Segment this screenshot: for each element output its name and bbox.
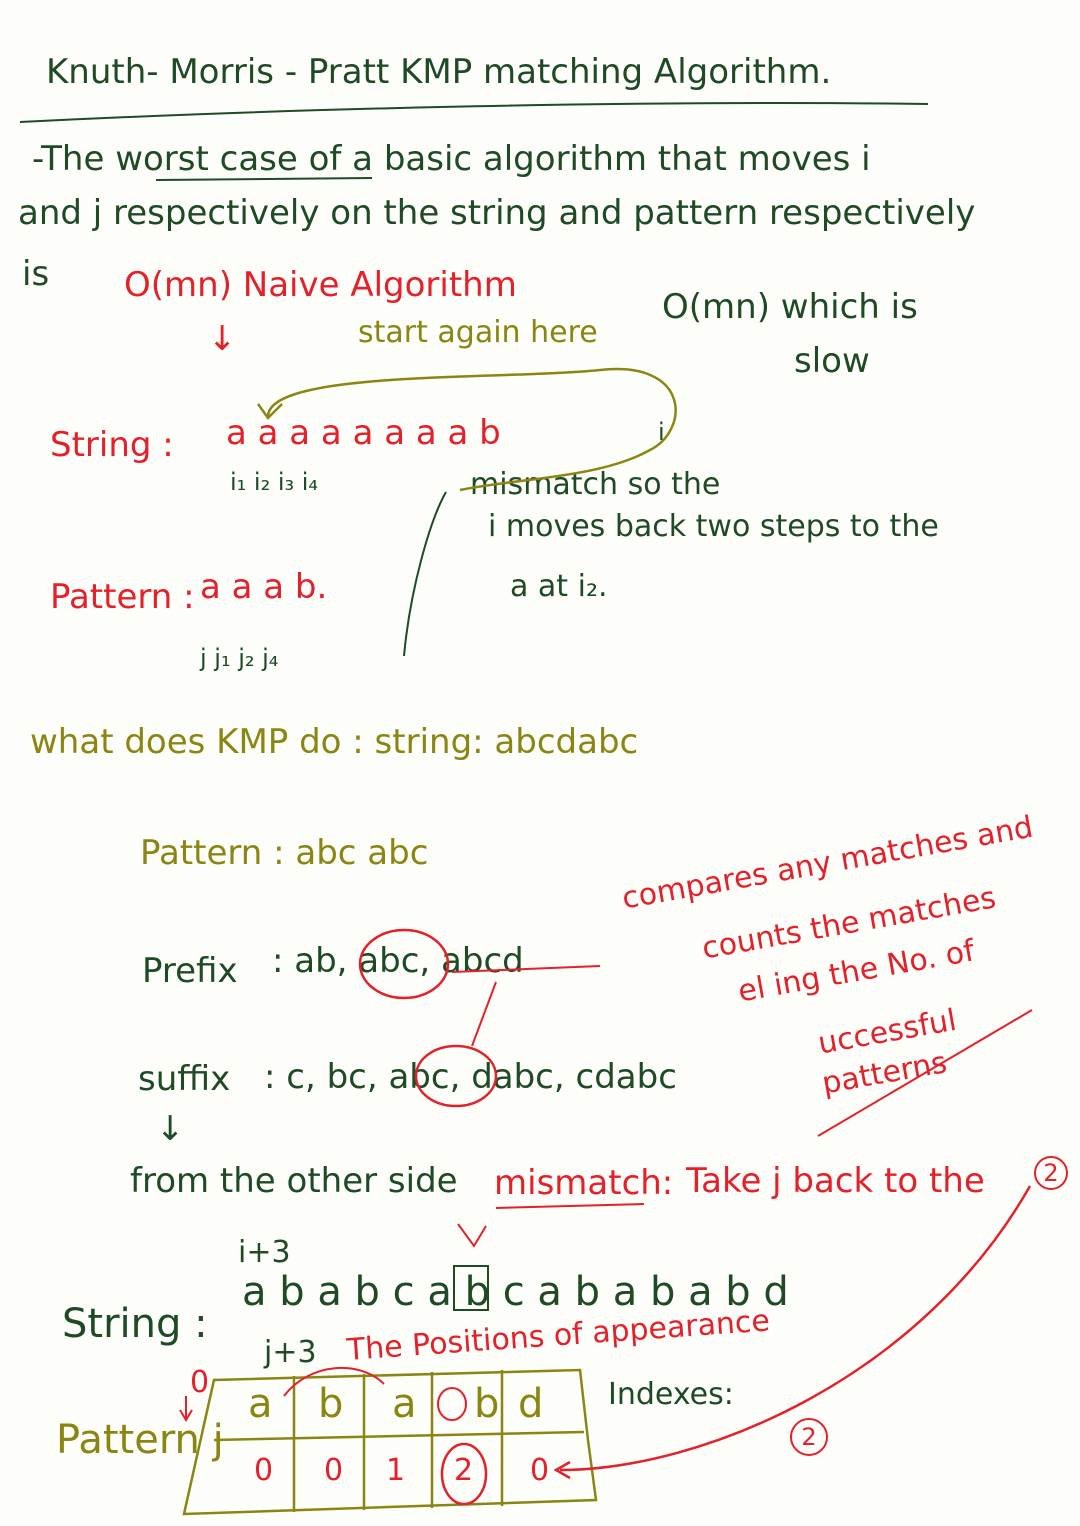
mismatch-underline — [495, 1203, 645, 1209]
index-cell: 2 — [454, 1453, 474, 1488]
kmp-mismatch-text: Take j back to the — [686, 1161, 985, 1201]
zero-mark: 0 — [190, 1365, 210, 1400]
kmp-pattern-label: Pattern j — [56, 1417, 224, 1463]
pattern-table-rows — [213, 1430, 585, 1442]
intro-line-1: -The worst case of a basic algorithm tha… — [32, 139, 871, 179]
page-title: Knuth- Morris - Pratt KMP matching Algor… — [46, 52, 832, 92]
naive-string-chars: a a a a a a a a b — [226, 413, 501, 453]
pattern-cell: a — [392, 1381, 417, 1427]
kmp-question: what does KMP do : string: abcdabc — [30, 722, 639, 762]
naive-mismatch-line-1: mismatch so the — [470, 467, 721, 502]
naive-mismatch-line-2: i moves back two steps to the — [488, 509, 939, 544]
intro-line-2: and j respectively on the string and pat… — [18, 193, 976, 233]
naive-pattern-label: Pattern : — [50, 577, 195, 617]
slow-note-line-1: O(mn) which is — [662, 287, 918, 327]
index-cell: 1 — [386, 1453, 406, 1488]
prefix-label: Prefix — [142, 951, 238, 991]
mismatch-marker — [457, 1223, 487, 1248]
pattern-cell: b — [474, 1381, 500, 1427]
naive-pattern-chars: a a a b. — [200, 567, 328, 607]
start-again-note: start again here — [358, 315, 598, 350]
down-arrow-icon: ↓ — [208, 319, 237, 359]
naive-mismatch-line-3: a at i₂. — [510, 569, 608, 604]
suffix-label: suffix — [138, 1059, 231, 1099]
pattern-cell: d — [518, 1381, 544, 1427]
indexes-circle-badge: 2 — [790, 1418, 828, 1456]
index-cell: 0 — [530, 1453, 550, 1488]
pattern-cell: a — [248, 1381, 273, 1427]
intro-line-3-prefix: is — [22, 254, 50, 294]
mismatch-pointer — [403, 491, 447, 657]
pattern-j-circle — [437, 1387, 467, 1421]
title-underline — [19, 101, 929, 123]
kmp-j-label: j+3 — [264, 1335, 317, 1370]
mismatch-circle-badge: 2 — [1034, 1156, 1068, 1190]
naive-i-indices: i₁ i₂ i₃ i₄ — [230, 468, 319, 496]
suffix-values: : c, bc, abc, dabc, cdabc — [264, 1057, 677, 1097]
index-cell: 0 — [324, 1453, 344, 1488]
prefix-values: : ab, abc, abcd — [272, 941, 524, 981]
kmp-string-chars: a b a b c a b c a b a b a b d — [242, 1269, 789, 1315]
positions-note: The Positions of appearance — [345, 1303, 771, 1368]
slow-note-line-2: slow — [794, 341, 870, 381]
suffix-down-arrow-icon: ↓ — [156, 1109, 185, 1149]
naive-j-indices: j j₁ j₂ j₄ — [200, 644, 279, 672]
return-arrowhead — [553, 1460, 571, 1480]
other-side-note: from the other side — [130, 1161, 458, 1201]
naive-string-label: String : — [50, 425, 174, 465]
kmp-pattern-line: Pattern : abc abc — [140, 833, 429, 873]
indexes-label: Indexes: — [608, 1377, 734, 1412]
complexity-label: O(mn) Naive Algorithm — [124, 265, 517, 305]
kmp-i-label: i+3 — [238, 1235, 291, 1270]
kmp-mismatch-label: mismatch: — [494, 1163, 674, 1203]
pattern-cell: b — [318, 1381, 344, 1427]
naive-i-marker: i — [658, 418, 665, 446]
index-cell: 0 — [254, 1453, 274, 1488]
kmp-string-label: String : — [62, 1301, 208, 1347]
